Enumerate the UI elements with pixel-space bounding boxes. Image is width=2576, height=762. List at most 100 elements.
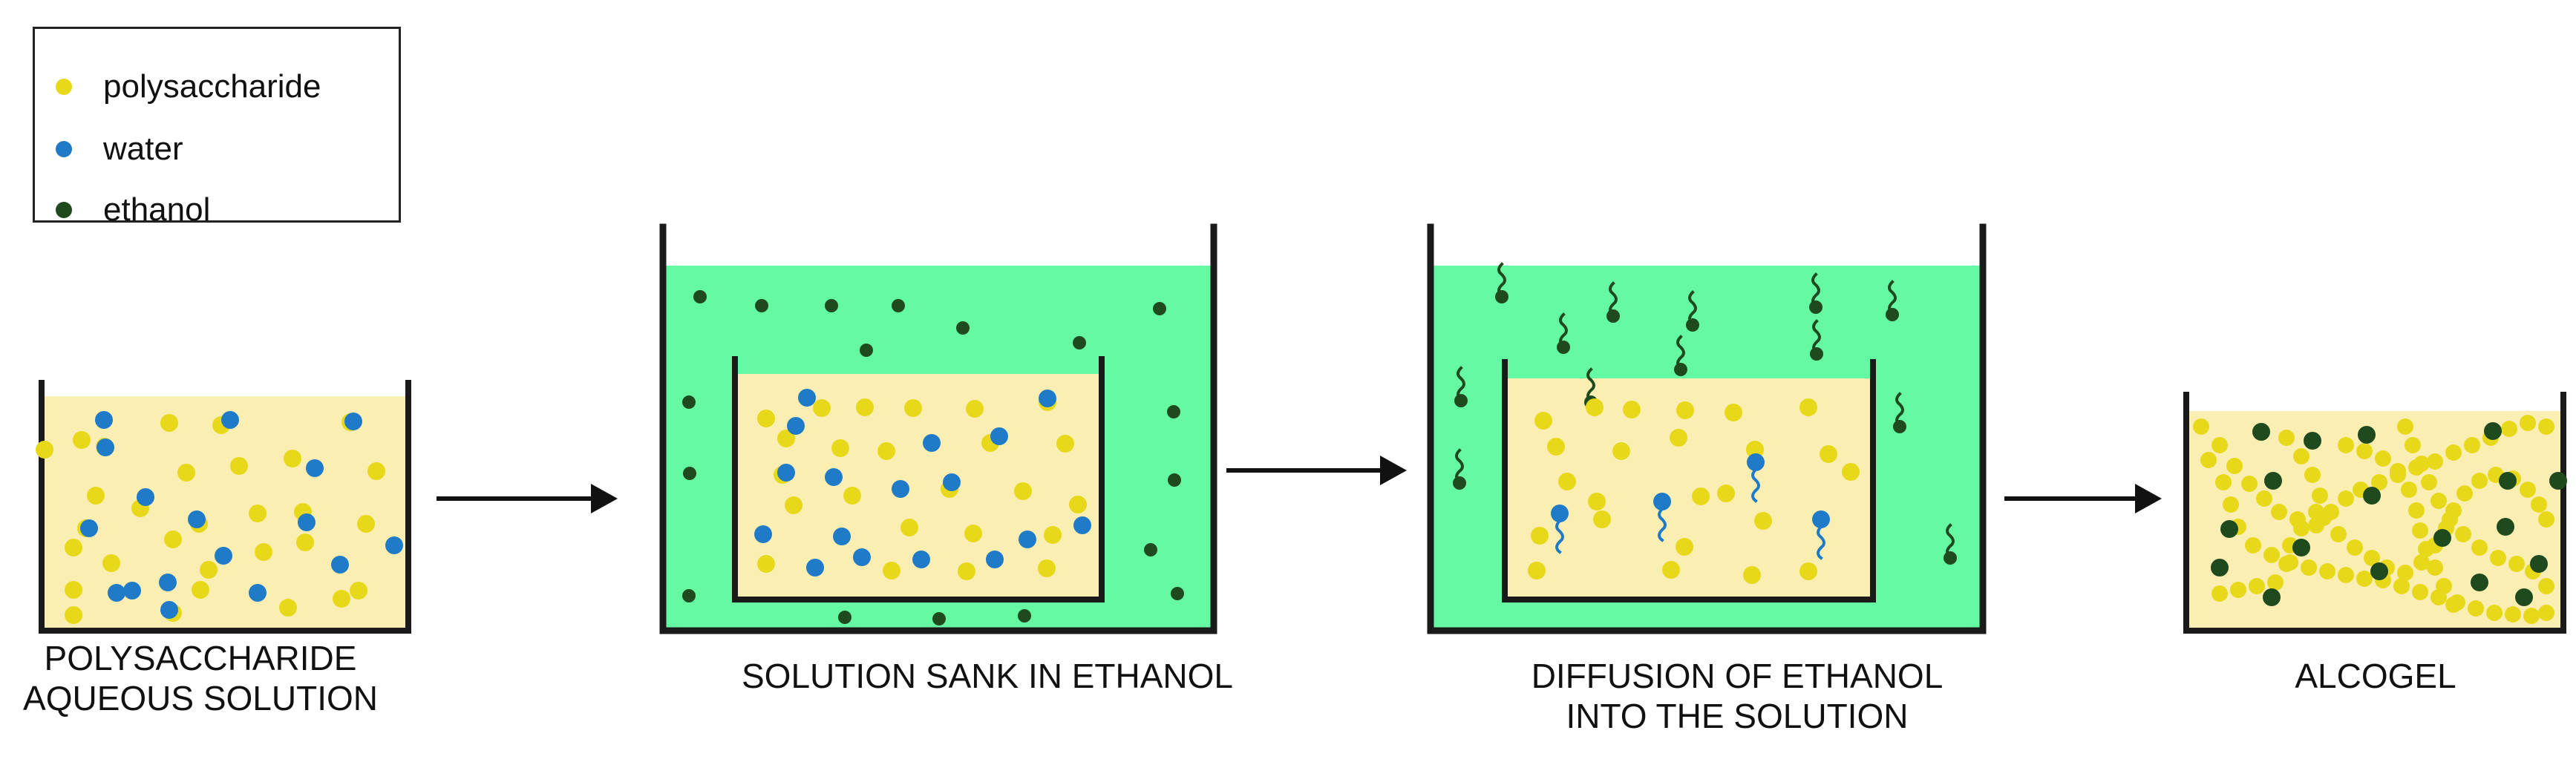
s3-polysaccharide-dot xyxy=(1534,412,1552,430)
s2-ethanol-dot xyxy=(932,612,946,625)
ethanol-dot-icon xyxy=(56,202,72,218)
beaker-4-walls xyxy=(2183,392,2566,634)
s4-ethanol-dot xyxy=(2530,555,2548,573)
s4-ethanol-dot xyxy=(2363,487,2381,505)
s2-water-dot xyxy=(833,528,851,545)
s4-polysaccharide-dot xyxy=(2505,606,2521,623)
s2-polysaccharide-dot xyxy=(757,410,775,427)
s2-ethanol-dot xyxy=(892,299,905,312)
s1-water-dot xyxy=(137,488,154,506)
s2-ethanol-dot xyxy=(860,344,873,357)
s4-ethanol-dot xyxy=(2549,472,2567,490)
s1-polysaccharide-dot xyxy=(333,590,350,608)
s3-water-tail xyxy=(1751,467,1760,503)
legend-label-ethanol: ethanol xyxy=(103,191,211,228)
s4-ethanol-dot xyxy=(2220,520,2238,538)
s3-polysaccharide-dot xyxy=(1593,510,1611,528)
s2-water-dot xyxy=(1073,516,1091,534)
s3-polysaccharide-dot xyxy=(1558,473,1576,490)
s4-polysaccharide-dot xyxy=(2397,565,2413,581)
beaker-1-walls xyxy=(39,380,411,634)
s2-water-dot xyxy=(825,468,843,486)
s4-polysaccharide-dot xyxy=(2442,511,2458,528)
s2-polysaccharide-dot xyxy=(813,399,831,417)
s3-polysaccharide-dot xyxy=(1531,527,1549,545)
s1-polysaccharide-dot xyxy=(160,414,178,432)
s2-water-dot xyxy=(787,417,805,435)
s4-ethanol-dot xyxy=(2358,426,2376,444)
s4-polysaccharide-dot xyxy=(2531,496,2547,513)
s1-water-dot xyxy=(188,510,206,528)
s2-polysaccharide-dot xyxy=(785,496,802,514)
s4-polysaccharide-dot xyxy=(2413,554,2430,571)
s4-polysaccharide-dot xyxy=(2464,437,2480,453)
s4-polysaccharide-dot xyxy=(2401,482,2417,498)
s2-ethanol-dot xyxy=(1167,405,1180,418)
s2-polysaccharide-dot xyxy=(1056,435,1074,453)
s2-polysaccharide-dot xyxy=(777,430,795,447)
s2-water-dot xyxy=(990,427,1008,445)
s4-polysaccharide-dot xyxy=(2455,526,2471,542)
s2-polysaccharide-dot xyxy=(1014,482,1032,500)
s3-polysaccharide-dot xyxy=(1588,493,1606,510)
s4-polysaccharide-dot xyxy=(2278,430,2295,446)
s2-polysaccharide-dot xyxy=(958,562,975,580)
s1-polysaccharide-dot xyxy=(284,450,301,467)
s1-water-dot xyxy=(306,459,324,477)
s4-polysaccharide-dot xyxy=(2390,463,2406,479)
s4-polysaccharide-dot xyxy=(2413,456,2430,472)
s4-ethanol-dot xyxy=(2252,423,2270,441)
s4-ethanol-dot xyxy=(2211,559,2229,577)
s2-polysaccharide-dot xyxy=(1069,496,1087,513)
s4-polysaccharide-dot xyxy=(2193,418,2209,435)
s1-water-dot xyxy=(331,556,349,574)
s4-polysaccharide-dot xyxy=(2412,584,2428,600)
arrow-3-head xyxy=(2135,484,2162,513)
s4-polysaccharide-dot xyxy=(2223,496,2239,513)
s3-ethanol-tail xyxy=(1457,366,1465,401)
s3-water-dot xyxy=(1747,453,1765,471)
s3-polysaccharide-dot xyxy=(1717,485,1735,502)
s3-ethanol-tail xyxy=(1811,272,1820,308)
s2-ethanol-dot xyxy=(1168,473,1181,487)
s2-polysaccharide-dot xyxy=(904,399,922,417)
s4-polysaccharide-dot xyxy=(2241,476,2258,492)
s4-polysaccharide-dot xyxy=(2371,474,2387,490)
s2-polysaccharide-dot xyxy=(843,487,861,505)
s4-polysaccharide-dot xyxy=(2330,526,2347,542)
s1-polysaccharide-dot xyxy=(230,457,248,475)
s4-polysaccharide-dot xyxy=(2508,556,2525,572)
beaker-2-outer-walls xyxy=(659,223,1217,634)
s4-ethanol-dot xyxy=(2471,574,2488,591)
s4-polysaccharide-dot xyxy=(2271,504,2287,520)
s1-polysaccharide-dot xyxy=(102,554,120,572)
s3-polysaccharide-dot xyxy=(1612,442,1630,460)
s4-polysaccharide-dot xyxy=(2211,585,2228,602)
s1-polysaccharide-dot xyxy=(192,581,209,599)
s4-polysaccharide-dot xyxy=(2263,547,2280,563)
s2-polysaccharide-dot xyxy=(1038,559,1056,577)
legend-item-polysaccharide: polysaccharide xyxy=(56,65,321,109)
s4-polysaccharide-dot xyxy=(2490,550,2506,566)
s4-polysaccharide-dot xyxy=(2397,418,2413,435)
s1-water-dot xyxy=(95,411,113,429)
s1-polysaccharide-dot xyxy=(73,431,91,449)
s1-water-dot xyxy=(385,536,403,554)
s4-ethanol-dot xyxy=(2484,422,2502,440)
s4-polysaccharide-dot xyxy=(2468,600,2484,617)
s1-polysaccharide-dot xyxy=(367,462,385,480)
stage-label-diffusion: DIFFUSION OF ETHANOL INTO THE SOLUTION xyxy=(1531,657,1944,735)
s3-ethanol-tail xyxy=(1455,448,1464,484)
s2-polysaccharide-dot xyxy=(900,519,918,536)
beaker-2-inner-walls xyxy=(732,356,1105,602)
s4-polysaccharide-dot xyxy=(2245,537,2261,554)
s4-polysaccharide-dot xyxy=(2427,453,2443,470)
s3-ethanol-tail xyxy=(1676,335,1685,370)
s2-water-dot xyxy=(892,480,909,498)
s2-water-dot xyxy=(754,525,772,543)
s4-polysaccharide-dot xyxy=(2421,474,2437,490)
s2-ethanol-dot xyxy=(1018,609,1031,623)
s4-polysaccharide-dot xyxy=(2412,522,2428,539)
s4-polysaccharide-dot xyxy=(2347,539,2363,556)
s4-polysaccharide-dot xyxy=(2293,448,2309,464)
